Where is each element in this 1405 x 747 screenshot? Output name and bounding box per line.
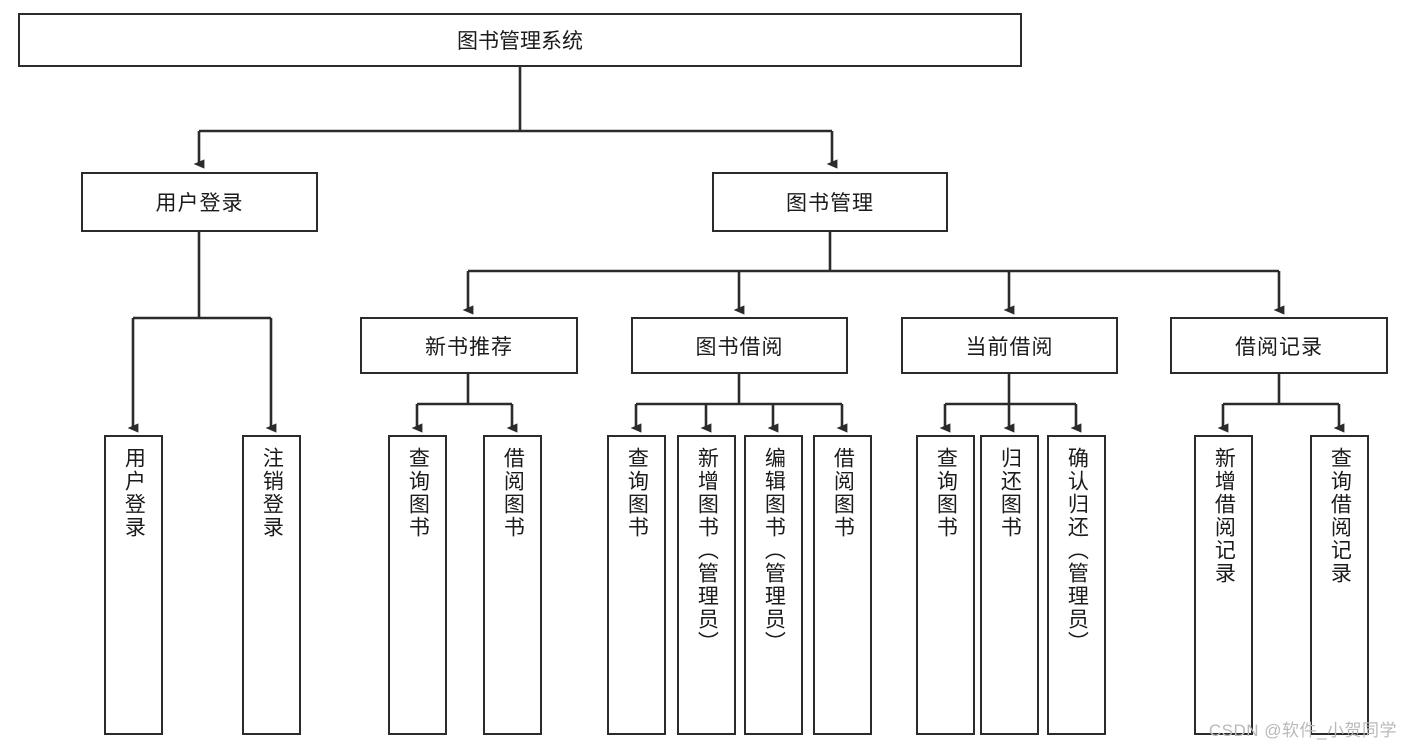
node-label: 借阅记录	[1235, 335, 1323, 359]
node-leaf-user-login[interactable]: 用户登录	[104, 435, 163, 735]
node-label: 查询图书	[934, 447, 958, 539]
node-label: 用户登录	[155, 192, 244, 215]
node-leaf-add-book[interactable]: 新增图书（管理员）	[677, 435, 736, 735]
node-label: 新书推荐	[425, 335, 513, 359]
node-label: 编辑图书（管理员）	[762, 447, 786, 654]
node-label: 新增借阅记录	[1212, 447, 1236, 585]
csdn-watermark: CSDN @软件_小贺同学	[1208, 721, 1397, 740]
node-leaf-borrow-book-2[interactable]: 借阅图书	[813, 435, 872, 735]
node-leaf-query-book-1[interactable]: 查询图书	[388, 435, 447, 735]
node-new-book-recommend[interactable]: 新书推荐	[360, 317, 578, 374]
node-label: 当前借阅	[965, 335, 1054, 359]
node-leaf-query-record[interactable]: 查询借阅记录	[1310, 435, 1369, 735]
node-label: 查询图书	[625, 447, 649, 539]
node-label: 借阅图书	[831, 447, 855, 539]
node-label: 用户登录	[122, 447, 146, 539]
node-root-system[interactable]: 图书管理系统	[18, 13, 1022, 67]
node-label: 确认归还（管理员）	[1065, 447, 1089, 654]
node-label: 图书管理系统	[457, 30, 583, 53]
node-leaf-edit-book[interactable]: 编辑图书（管理员）	[744, 435, 803, 735]
node-label: 注销登录	[260, 447, 284, 539]
node-leaf-query-book-2[interactable]: 查询图书	[607, 435, 666, 735]
node-leaf-query-book-3[interactable]: 查询图书	[916, 435, 975, 735]
node-leaf-confirm-return[interactable]: 确认归还（管理员）	[1047, 435, 1106, 735]
node-user-login[interactable]: 用户登录	[81, 172, 318, 232]
node-leaf-borrow-book-1[interactable]: 借阅图书	[483, 435, 542, 735]
node-borrow-record[interactable]: 借阅记录	[1170, 317, 1388, 374]
node-label: 新增图书（管理员）	[695, 447, 719, 654]
node-current-borrow[interactable]: 当前借阅	[901, 317, 1118, 374]
node-label: 图书管理	[786, 192, 874, 215]
node-label: 归还图书	[998, 447, 1022, 539]
node-leaf-add-record[interactable]: 新增借阅记录	[1194, 435, 1253, 735]
node-label: 查询图书	[406, 447, 430, 539]
node-label: 查询借阅记录	[1328, 447, 1352, 585]
node-label: 借阅图书	[501, 447, 525, 539]
node-label: 图书借阅	[695, 335, 784, 359]
node-leaf-logout-login[interactable]: 注销登录	[242, 435, 301, 735]
node-leaf-return-book[interactable]: 归还图书	[980, 435, 1039, 735]
node-book-borrow[interactable]: 图书借阅	[631, 317, 848, 374]
node-book-manage[interactable]: 图书管理	[712, 172, 948, 232]
